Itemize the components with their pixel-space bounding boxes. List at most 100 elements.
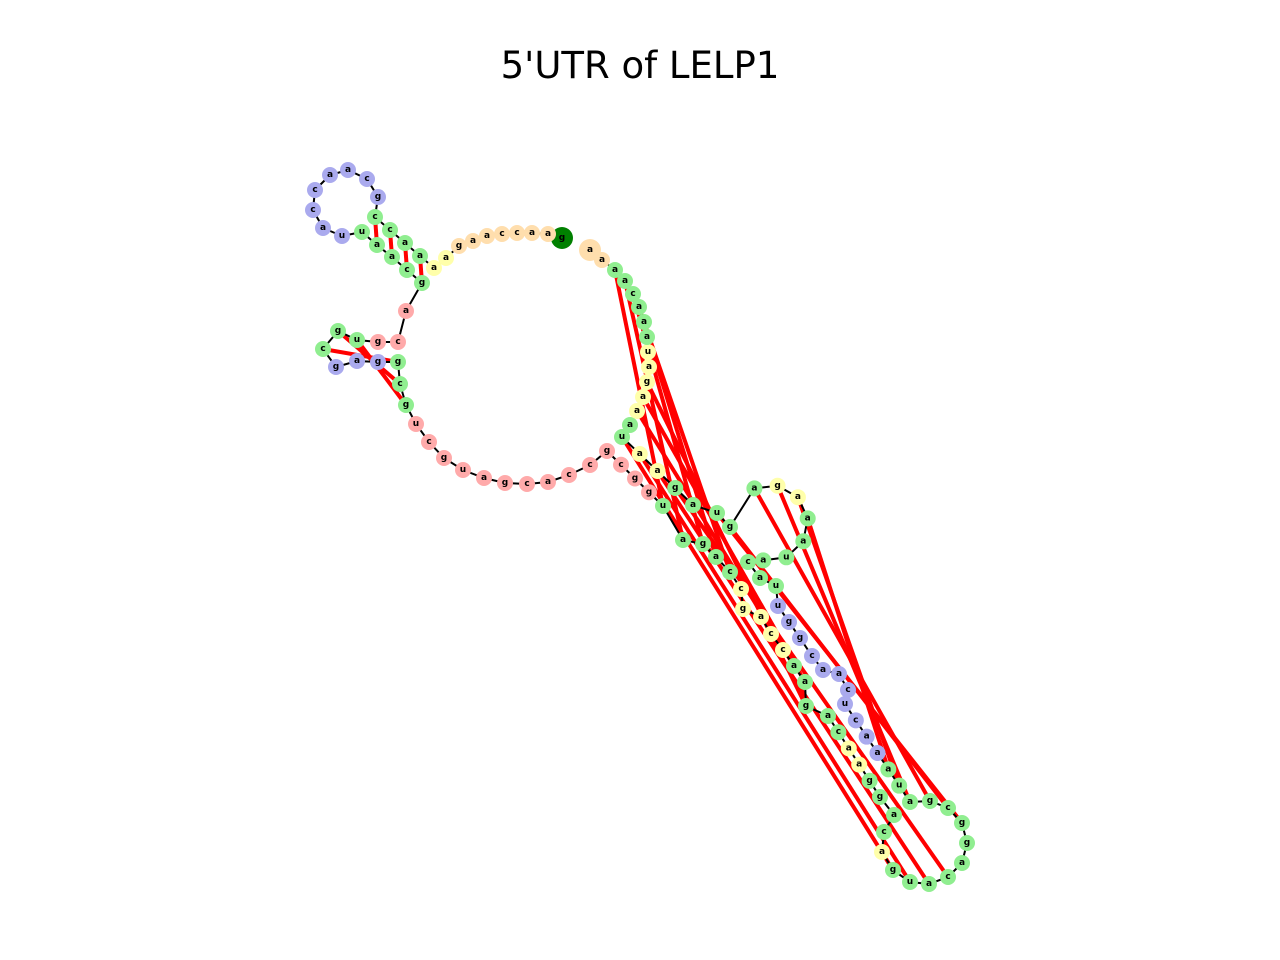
nucleotide-label: c [845,685,850,695]
nucleotide-11: a [412,248,428,264]
nucleotide-label: a [637,449,643,459]
nucleotide-label: c [426,437,431,447]
nucleotide-marker [328,359,344,375]
nucleotide-marker [509,225,525,241]
nucleotide-marker [840,740,857,757]
nucleotide-marker [635,389,651,405]
nucleotide-marker [847,712,864,729]
nucleotide-label: u [645,347,651,357]
nucleotide-marker [367,209,383,225]
nucleotide-marker [733,581,749,597]
nucleotide-105: a [799,510,816,527]
nucleotide-22: u [334,228,350,244]
nucleotide-label: a [713,552,719,562]
nucleotide-label: a [825,711,831,721]
nucleotide-marker [872,789,888,805]
base-pair-17 [805,517,891,770]
nucleotide-46: c [519,476,535,492]
nucleotide-label: a [640,392,646,402]
nucleotide-marker [769,477,786,494]
nucleotide-marker [625,286,641,302]
nucleotide-65: a [797,674,813,690]
nucleotide-91: u [837,696,853,712]
nucleotide-117: a [629,403,645,419]
nucleotide-label: a [443,253,449,263]
nucleotide-marker [579,239,601,261]
nucleotide-marker [370,189,386,205]
nucleotide-label: a [481,473,487,483]
diagram-title: 5'UTR of LELP1 [500,44,780,87]
nucleotide-16: c [359,171,375,187]
nucleotide-marker [392,376,408,392]
nucleotide-label: g [559,233,565,243]
nucleotide-89: a [858,728,875,745]
nucleotide-marker [370,334,386,350]
nucleotide-48: c [561,467,577,483]
nucleotide-34: g [328,359,344,375]
nucleotide-label: a [907,797,913,807]
nucleotide-51: c [613,456,629,473]
nucleotide-label: u [619,432,625,442]
nucleotide-26: c [399,262,415,278]
nucleotide-marker [778,549,795,566]
nucleotide-label: c [566,470,571,480]
nucleotide-94: a [815,662,831,678]
nucleotide-marker [390,334,406,350]
nucleotide-marker [330,323,346,339]
nucleotide-marker [830,724,847,741]
nucleotide-label: g [797,633,803,643]
nucleotide-38: c [392,376,408,392]
nucleotide-label: g [959,818,965,828]
nucleotide-81: g [959,835,975,851]
nucleotide-marker [746,480,763,497]
nucleotide-marker [315,220,331,236]
nucleotide-63: c [775,642,791,658]
nucleotide-marker [831,666,847,682]
nucleotide-marker [768,578,784,594]
nucleotide-marker [786,658,802,674]
nucleotide-label: a [791,661,797,671]
nucleotide-label: a [636,302,642,312]
nucleotide-marker [709,505,725,521]
nucleotide-label: g [927,796,933,806]
nucleotide-124: a [631,299,647,315]
nucleotide-label: c [727,567,732,577]
nucleotide-label: g [786,617,792,627]
nucleotide-marker [880,761,897,778]
nucleotide-marker [685,497,701,513]
nucleotide-21: a [315,220,331,236]
nucleotide-label: g [964,838,970,848]
nucleotide-label: g [866,776,872,786]
nucleotide-label: a [846,743,852,753]
nucleotide-label: c [853,715,858,725]
nucleotide-label: c [618,460,623,470]
nucleotide-label: g [700,539,706,549]
nucleotide-6: a [479,228,495,244]
nucleotide-40: u [408,416,424,432]
nucleotide-label: a [760,555,766,565]
nucleotide-marker [840,682,856,698]
nucleotide-label: g [727,522,733,532]
nucleotide-marker [636,314,652,330]
nucleotide-label: g [502,478,508,488]
nucleotide-label: a [751,483,757,493]
nucleotide-77: u [902,874,918,890]
nucleotide-56: g [695,536,711,552]
nucleotide-59: c [733,581,749,597]
nucleotide-marker [954,855,970,871]
nucleotide-label: a [612,265,618,275]
nucleotide-15: g [370,189,386,205]
nucleotide-marker [436,450,452,466]
nucleotide-label: a [634,406,640,416]
nucleotide-marker [799,510,816,527]
nucleotide-marker [412,248,428,264]
nucleotide-3: a [524,225,540,241]
nucleotide-label: g [646,487,652,497]
nucleotide-label: a [320,223,326,233]
nucleotide-83: c [940,800,956,816]
nucleotide-label: u [660,501,666,511]
nucleotide-label: a [484,231,490,241]
nucleotide-marker [349,332,365,348]
nucleotide-marker [540,226,556,242]
